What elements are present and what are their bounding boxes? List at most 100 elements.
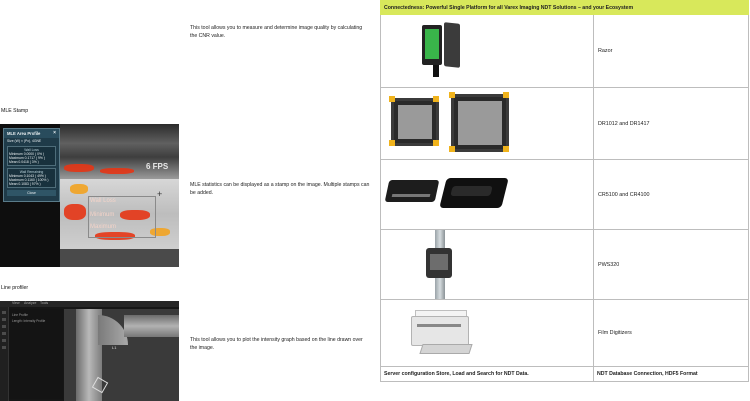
menu-tools[interactable]: Tools (40, 301, 49, 305)
heat-spot (100, 168, 134, 174)
fps-readout: 6 FPS (146, 162, 169, 171)
mle-description: MLE statistics can be displayed as a sta… (190, 182, 370, 196)
tool-icon[interactable] (2, 339, 6, 342)
pws-image-cell (380, 229, 594, 300)
razor-side (444, 22, 460, 68)
tool-icon[interactable] (2, 325, 6, 328)
product-name: Razor (593, 14, 749, 88)
corner-bumper (389, 140, 395, 146)
product-name: DR1012 and DR1417 (593, 87, 749, 160)
stamp-size: Size (W) × (Px), 4GNE (7, 139, 42, 143)
panel-line-2: Length: Intensity Profile (12, 319, 46, 323)
flat-panel-detectors-image (381, 88, 593, 159)
film-slot (417, 324, 461, 327)
table-row: PWS320 (380, 229, 749, 300)
table-row: Razor (380, 14, 749, 88)
heat-spot (120, 210, 150, 220)
overlay-wall-loss: Wall Loss (90, 198, 116, 204)
wall-loss-mean: Mean 0.0418 ( 3% ) (9, 160, 39, 164)
wall-remaining-max: Maximum 0.1160 ( 100% ) (9, 178, 49, 182)
measurement-region[interactable] (88, 196, 156, 238)
panel-line-1: Line Profile (12, 313, 28, 317)
wall-remaining-mean: Mean 0.1083 ( 97% ) (9, 182, 41, 186)
tool-sidebar (0, 307, 9, 401)
radiograph-view[interactable]: L1 (64, 309, 179, 401)
cnr-description: This tool allows you to measure and dete… (190, 25, 363, 39)
line-profiler-description: This tool allows you to plot the intensi… (190, 337, 363, 351)
tool-icon[interactable] (2, 311, 6, 314)
product-name: Film Digitizers (593, 299, 749, 367)
corner-bumper (433, 140, 439, 146)
cr5100-scanner (384, 180, 440, 202)
heat-spot (64, 204, 86, 220)
menu-analyze[interactable]: Analyze (24, 301, 37, 305)
wall-loss-max: Maximum 0.1717 ( 9% ) (9, 156, 45, 160)
pipe-horizontal (124, 315, 179, 337)
pipeline-workstation-image (381, 230, 593, 299)
close-icon[interactable]: × (53, 130, 56, 136)
connectedness-table: Connectedness: Powerful Single Platform … (380, 0, 749, 382)
tool-icon[interactable] (2, 318, 6, 321)
table-header-text: Connectedness: Powerful Single Platform … (380, 0, 749, 15)
wall-remaining-title: Wall Remaining (19, 170, 44, 174)
table-header: Connectedness: Powerful Single Platform … (380, 0, 749, 15)
heat-spot (64, 164, 94, 172)
corner-bumper (449, 92, 455, 98)
table-row: CR5100 and CR4100 (380, 159, 749, 230)
menu-view[interactable]: View (12, 301, 20, 305)
tool-icon[interactable] (2, 332, 6, 335)
stamp-close-button[interactable]: Close (7, 190, 56, 196)
line-profiler-screenshot: View Analyze Tools Line Profile Length: … (0, 301, 179, 401)
footer-left: Server configuration Store, Load and Sea… (380, 366, 594, 382)
wall-loss-min: Minimum 0.0000 ( 0% ) (9, 152, 45, 156)
corner-bumper (503, 146, 509, 152)
app-toolbar: View Analyze Tools (0, 301, 179, 307)
table-footer: Server configuration Store, Load and Sea… (380, 366, 749, 382)
heat-spot (95, 232, 135, 240)
cr4100-scanner (439, 178, 509, 208)
overlay-maximum: Maximum (90, 224, 117, 230)
film-digitizer-image (381, 300, 593, 366)
dr-image-cell (380, 87, 594, 160)
tool-icon[interactable] (2, 346, 6, 349)
corner-bumper (449, 146, 455, 152)
pipe-vertical (76, 309, 102, 401)
wall-loss-section: Wall Loss Minimum 0.0000 ( 0% ) Maximum … (7, 146, 56, 166)
mle-stamp-label: MLE Stamp (1, 108, 29, 114)
corner-bumper (433, 96, 439, 102)
crosshair-icon: + (157, 189, 163, 199)
wall-remaining-section: Wall Remaining Minimum 0.1043 ( 49% ) Ma… (7, 168, 56, 188)
stamp-header: MLE Area Profile × (4, 129, 59, 138)
line-profiler-label: Line profiler (1, 285, 29, 291)
radiograph-bottom (60, 249, 179, 267)
dr1012-panel (391, 98, 439, 146)
razor-front (422, 25, 442, 65)
product-name: CR5100 and CR4100 (593, 159, 749, 230)
product-name: PWS320 (593, 229, 749, 300)
footer-right: NDT Database Connection, HDF5 Format (593, 366, 749, 382)
corner-bumper (503, 92, 509, 98)
mle-stamp-screenshot: Wall Loss Minimum Maximum 6 FPS + MLE Ar… (0, 124, 179, 267)
razor-image-cell (380, 14, 594, 88)
table-row: Film Digitizers (380, 299, 749, 367)
razor-stand (433, 65, 439, 77)
dr1417-panel (451, 94, 509, 152)
cr-image-cell (380, 159, 594, 230)
wall-loss-title: Wall Loss (24, 148, 39, 152)
stamp-title: MLE Area Profile (7, 131, 41, 136)
heat-spot (70, 184, 88, 194)
razor-detector-image (381, 15, 593, 87)
table-row: DR1012 and DR1417 (380, 87, 749, 160)
cr-scanners-image (381, 160, 593, 229)
corner-bumper (389, 96, 395, 102)
fd-image-cell (380, 299, 594, 367)
crawler-unit (426, 248, 452, 278)
film-tray (419, 344, 473, 354)
digitizer-body (411, 316, 469, 346)
overlay-minimum: Minimum (90, 212, 115, 218)
line-marker: L1 (112, 345, 117, 350)
profile-panel: Line Profile Length: Intensity Profile (9, 309, 63, 399)
wall-remaining-min: Minimum 0.1043 ( 49% ) (9, 174, 46, 178)
mle-area-profile-stamp[interactable]: MLE Area Profile × Size (W) × (Px), 4GNE… (3, 128, 60, 202)
heat-spot (150, 228, 170, 236)
